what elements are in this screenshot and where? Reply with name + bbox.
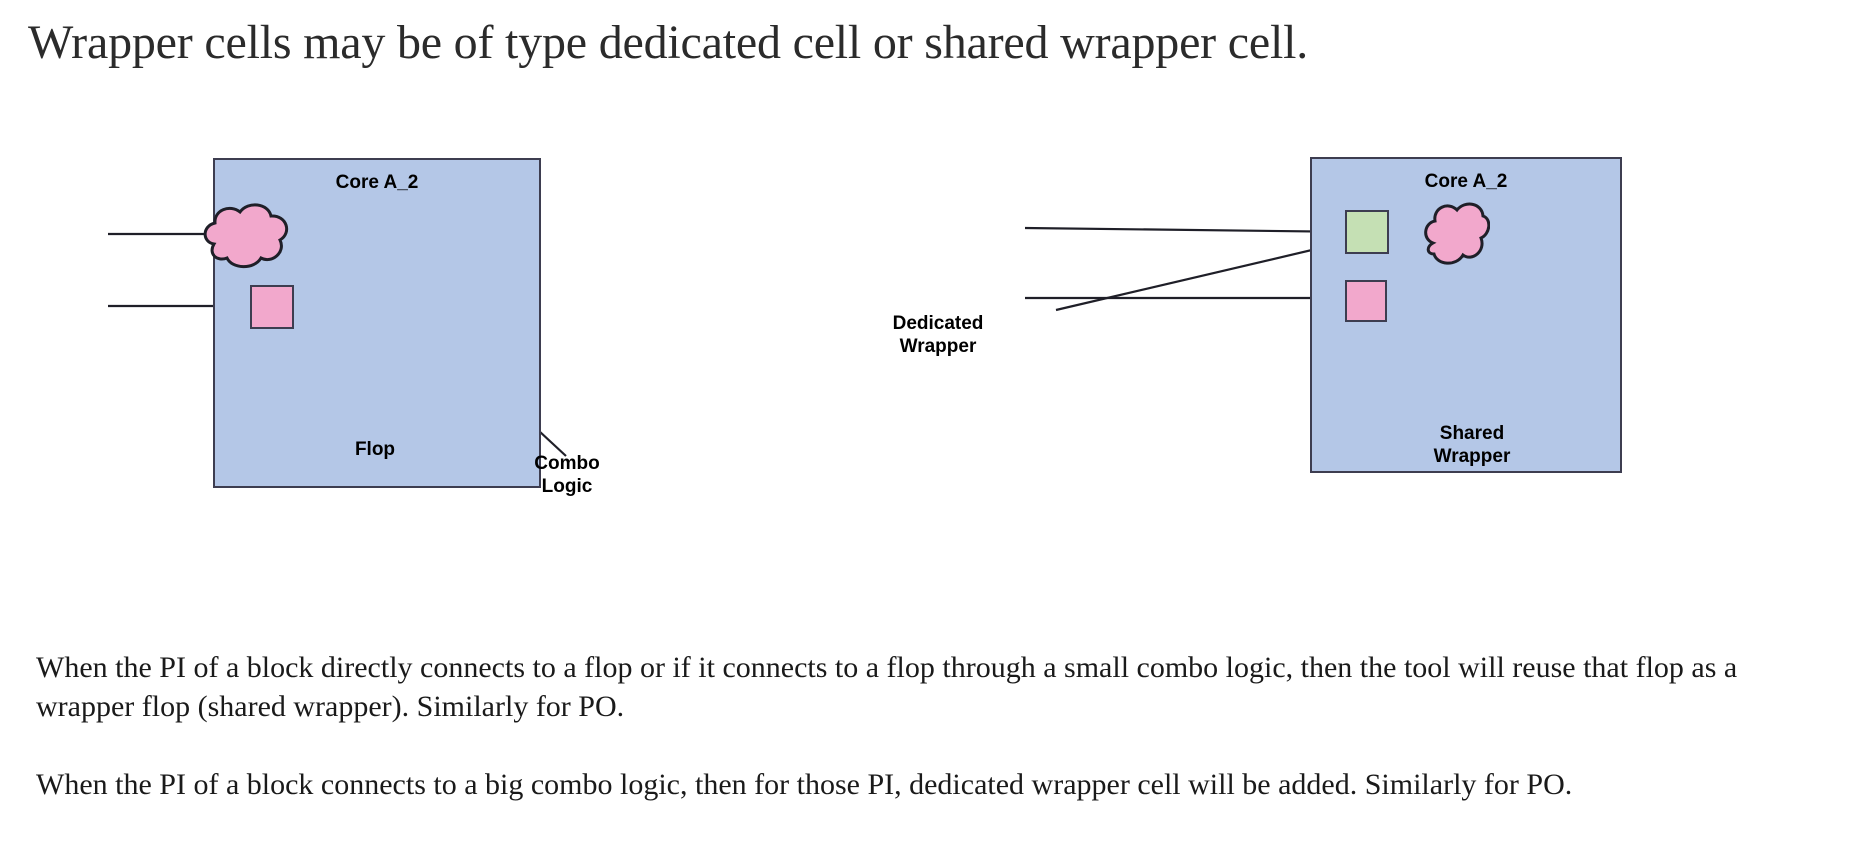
diagram-left: Core A_2 Flop Combo Logic	[0, 140, 760, 520]
combo-logic-cloud-left	[203, 203, 289, 269]
page-title: Wrapper cells may be of type dedicated c…	[28, 16, 1309, 69]
flop-square-left	[250, 285, 294, 329]
body-paragraph-2: When the PI of a block connects to a big…	[36, 768, 1573, 801]
body-paragraph-1: When the PI of a block directly connects…	[36, 651, 1738, 723]
combo-logic-cloud-right	[1424, 202, 1490, 265]
leader-dedicated-wrapper	[1055, 239, 1347, 312]
dedicated-wrapper-square-right	[1345, 210, 1389, 254]
dedicated-wrapper-label-right: Dedicated Wrapper	[892, 313, 984, 357]
flop-label-left: Flop	[354, 439, 396, 460]
core-label-left: Core A_2	[335, 172, 419, 193]
diagram-right: Core A_2 Dedicated Wrapper Shared Wrappe…	[893, 140, 1856, 520]
shared-wrapper-flop-square-right	[1345, 280, 1387, 322]
core-label-right: Core A_2	[1424, 171, 1508, 192]
combo-logic-label-left: Combo Logic	[534, 453, 600, 497]
shared-wrapper-label-right: Shared Wrapper	[1433, 423, 1511, 467]
